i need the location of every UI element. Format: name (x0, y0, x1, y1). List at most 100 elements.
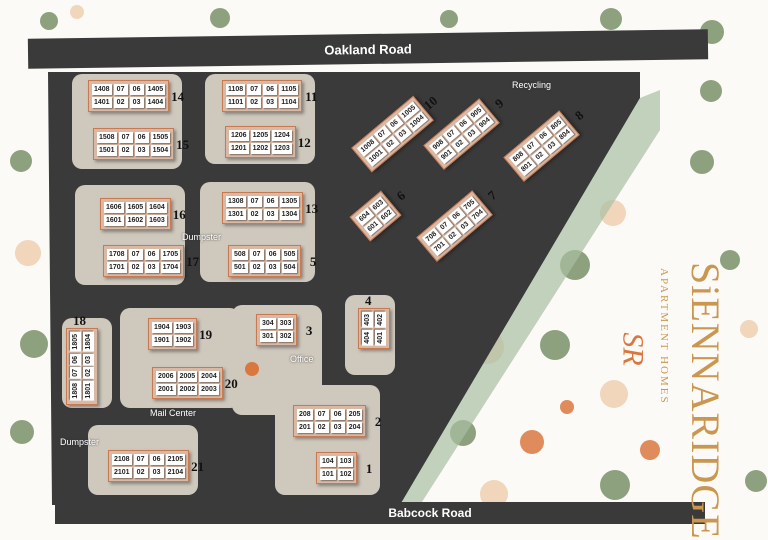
unit[interactable]: 302 (277, 331, 294, 342)
unit[interactable]: 03 (330, 422, 345, 433)
unit[interactable]: 1801 (83, 381, 94, 401)
unit[interactable]: 301 (260, 331, 276, 342)
unit[interactable]: 104 (320, 456, 336, 467)
unit[interactable]: 03 (265, 262, 280, 273)
unit[interactable]: 02 (247, 209, 262, 220)
unit[interactable]: 07 (133, 454, 148, 465)
unit[interactable]: 1405 (145, 84, 166, 95)
unit[interactable]: 03 (149, 467, 164, 478)
unit[interactable]: 1603 (147, 215, 167, 226)
unit[interactable]: 03 (263, 97, 278, 108)
unit[interactable]: 103 (337, 456, 354, 467)
unit[interactable]: 1508 (97, 132, 117, 143)
unit[interactable]: 1408 (92, 84, 112, 95)
unit[interactable]: 2005 (177, 371, 198, 382)
unit[interactable]: 504 (281, 262, 298, 273)
unit[interactable]: 2105 (165, 454, 186, 465)
unit[interactable]: 03 (144, 262, 159, 273)
unit[interactable]: 205 (346, 409, 363, 420)
unit[interactable]: 201 (297, 422, 313, 433)
unit[interactable]: 1605 (125, 202, 146, 213)
unit[interactable]: 07 (249, 249, 264, 260)
unit[interactable]: 1902 (173, 335, 194, 346)
unit[interactable]: 401 (375, 329, 386, 346)
unit[interactable]: 06 (263, 84, 278, 95)
unit[interactable]: 03 (83, 353, 94, 366)
unit[interactable]: 02 (128, 262, 143, 273)
unit[interactable]: 2104 (165, 467, 186, 478)
unit[interactable]: 1201 (229, 143, 249, 154)
unit[interactable]: 1708 (107, 249, 127, 260)
unit[interactable]: 204 (346, 422, 363, 433)
unit[interactable]: 1203 (272, 143, 292, 154)
unit[interactable]: 1701 (107, 262, 127, 273)
unit[interactable]: 2108 (112, 454, 132, 465)
unit[interactable]: 07 (247, 84, 262, 95)
unit[interactable]: 03 (263, 209, 278, 220)
unit[interactable]: 1903 (173, 322, 194, 333)
unit[interactable]: 1604 (147, 202, 167, 213)
unit[interactable]: 1205 (250, 130, 271, 141)
unit[interactable]: 1308 (226, 196, 246, 207)
unit[interactable]: 1805 (70, 332, 81, 352)
unit[interactable]: 06 (330, 409, 345, 420)
unit[interactable]: 2101 (112, 467, 132, 478)
unit[interactable]: 1305 (279, 196, 300, 207)
unit[interactable]: 304 (260, 318, 276, 329)
unit[interactable]: 1101 (226, 97, 246, 108)
unit[interactable]: 1904 (152, 322, 172, 333)
unit[interactable]: 02 (118, 145, 133, 156)
unit[interactable]: 403 (362, 312, 373, 328)
unit[interactable]: 1705 (160, 249, 181, 260)
unit[interactable]: 1808 (70, 381, 81, 401)
unit[interactable]: 07 (314, 409, 329, 420)
unit[interactable]: 1901 (152, 335, 172, 346)
unit[interactable]: 1204 (272, 130, 292, 141)
unit[interactable]: 07 (118, 132, 133, 143)
unit[interactable]: 1601 (104, 215, 124, 226)
unit[interactable]: 07 (113, 84, 128, 95)
unit[interactable]: 1602 (125, 215, 146, 226)
unit[interactable]: 02 (247, 97, 262, 108)
unit[interactable]: 1105 (279, 84, 299, 95)
unit[interactable]: 06 (144, 249, 159, 260)
unit[interactable]: 402 (375, 312, 386, 328)
unit[interactable]: 208 (297, 409, 313, 420)
unit[interactable]: 1206 (229, 130, 249, 141)
unit[interactable]: 1304 (279, 209, 300, 220)
unit[interactable]: 02 (83, 367, 94, 380)
unit[interactable]: 2001 (156, 384, 176, 395)
unit[interactable]: 1104 (279, 97, 299, 108)
unit[interactable]: 102 (337, 469, 354, 480)
unit[interactable]: 06 (265, 249, 280, 260)
unit[interactable]: 101 (320, 469, 336, 480)
unit[interactable]: 2003 (199, 384, 219, 395)
unit[interactable]: 1108 (226, 84, 246, 95)
unit[interactable]: 508 (232, 249, 248, 260)
unit[interactable]: 02 (314, 422, 329, 433)
unit[interactable]: 404 (362, 329, 373, 346)
unit[interactable]: 2002 (177, 384, 198, 395)
unit[interactable]: 1401 (92, 97, 112, 108)
unit[interactable]: 06 (134, 132, 149, 143)
unit[interactable]: 07 (128, 249, 143, 260)
unit[interactable]: 501 (232, 262, 248, 273)
unit[interactable]: 1404 (145, 97, 166, 108)
unit[interactable]: 06 (70, 353, 81, 366)
unit[interactable]: 1301 (226, 209, 246, 220)
unit[interactable]: 03 (134, 145, 149, 156)
unit[interactable]: 2004 (199, 371, 219, 382)
unit[interactable]: 06 (129, 84, 144, 95)
